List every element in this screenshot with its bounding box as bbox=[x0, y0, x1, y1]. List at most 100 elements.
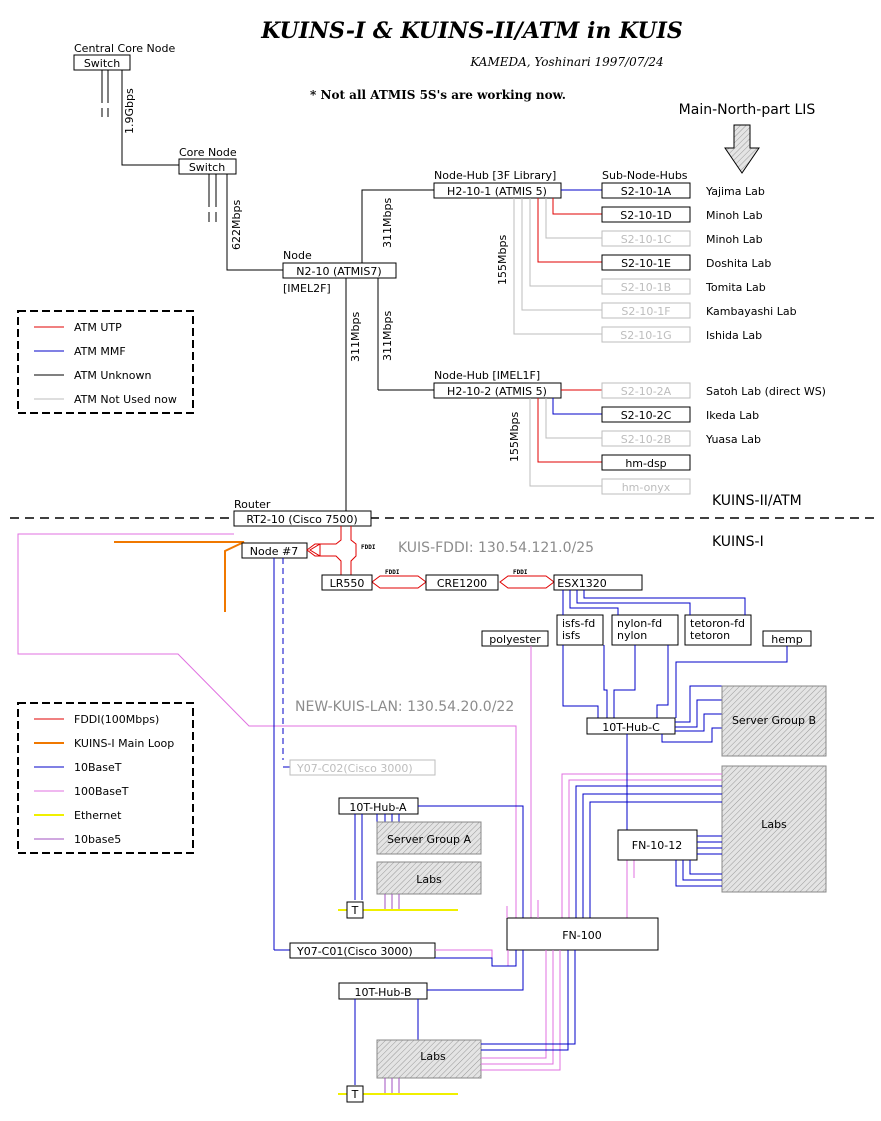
tap-a: T bbox=[346, 901, 364, 919]
hub-a-box: 10T-Hub-A bbox=[338, 797, 419, 815]
svg-text:10T-Hub-C: 10T-Hub-C bbox=[602, 721, 660, 734]
speed-1-9gbps: 1.9Gbps bbox=[123, 88, 136, 134]
lab-yuasa: Yuasa Lab bbox=[705, 433, 761, 446]
svg-text:isfs-fd: isfs-fd bbox=[562, 617, 595, 630]
legend-atm-not-used: ATM Not Used now bbox=[74, 393, 177, 406]
svg-text:hemp: hemp bbox=[771, 633, 802, 646]
svg-text:hm-onyx: hm-onyx bbox=[622, 481, 671, 494]
node7-box: Node #7 bbox=[241, 542, 308, 559]
fddi-tag-1: FDDI bbox=[361, 544, 376, 551]
subhub-s2-10-1f: S2-10-1F bbox=[601, 302, 691, 319]
svg-text:polyester: polyester bbox=[489, 633, 541, 646]
node-n2-10-label: N2-10 (ATMIS7) bbox=[296, 265, 381, 278]
lab-doshita: Doshita Lab bbox=[706, 257, 771, 270]
server-group-a: Server Group A bbox=[376, 821, 482, 855]
subhub-s2-10-1d: S2-10-1D bbox=[601, 206, 691, 223]
legend-atm-unknown: ATM Unknown bbox=[74, 369, 151, 382]
subhub-hm-onyx: hm-onyx bbox=[601, 478, 691, 495]
fn-10-12-box: FN-10-12 bbox=[617, 829, 698, 861]
lab-minoh-2: Minoh Lab bbox=[706, 233, 763, 246]
labs-right: Labs bbox=[721, 765, 827, 893]
node-n2-10 bbox=[282, 262, 397, 279]
svg-text:T: T bbox=[351, 904, 359, 917]
kuins1-label: KUINS-I bbox=[712, 534, 764, 550]
hub-b-box: 10T-Hub-B bbox=[338, 982, 428, 1000]
legend-ethernet: Ethernet bbox=[74, 809, 122, 822]
hemp-box: hemp bbox=[762, 630, 812, 647]
hub-h2-10-2-label: H2-10-2 (ATMIS 5) bbox=[447, 385, 547, 398]
router-caption: Router bbox=[234, 498, 271, 511]
main-north-label: Main-North-part LIS bbox=[679, 102, 816, 118]
lab-minoh-1: Minoh Lab bbox=[706, 209, 763, 222]
labs-b: Labs bbox=[376, 1039, 482, 1079]
svg-text:10T-Hub-A: 10T-Hub-A bbox=[349, 801, 407, 814]
speed-311c: 311Mbps bbox=[349, 312, 362, 362]
core-caption: Core Node bbox=[179, 146, 237, 159]
kuins2-label: KUINS-II/ATM bbox=[712, 493, 802, 509]
svg-text:10T-Hub-B: 10T-Hub-B bbox=[354, 986, 411, 999]
legend-10base5: 10base5 bbox=[74, 833, 121, 846]
diagram-title: KUINS-I & KUINS-II/ATM in KUIS bbox=[260, 18, 683, 44]
server-group-b: Server Group B bbox=[721, 685, 827, 757]
speed-311a: 311Mbps bbox=[381, 198, 394, 248]
lab-ikeda: Ikeda Lab bbox=[706, 409, 759, 422]
lab-ishida: Ishida Lab bbox=[706, 329, 762, 342]
subhub-s2-10-1g: S2-10-1G bbox=[601, 326, 691, 343]
svg-text:Labs: Labs bbox=[416, 873, 442, 886]
subhub-s2-10-2a: S2-10-2A bbox=[601, 382, 691, 399]
lab-tomita: Tomita Lab bbox=[705, 281, 766, 294]
fddi-tag-3: FDDI bbox=[513, 569, 528, 576]
svg-text:Labs: Labs bbox=[761, 818, 787, 831]
svg-text:LR550: LR550 bbox=[330, 577, 365, 590]
y07-c02-box: Y07-C02(Cisco 3000) bbox=[289, 759, 436, 776]
svg-text:tetoron: tetoron bbox=[690, 629, 730, 642]
legend-100baset: 100BaseT bbox=[74, 785, 129, 798]
legend-fddi: FDDI(100Mbps) bbox=[74, 713, 159, 726]
speed-311b: 311Mbps bbox=[381, 311, 394, 361]
svg-text:isfs: isfs bbox=[562, 629, 581, 642]
fddi-tag-2: FDDI bbox=[385, 569, 400, 576]
speed-622mbps: 622Mbps bbox=[230, 200, 243, 250]
hub-c-box: 10T-Hub-C bbox=[586, 717, 676, 735]
hub2-caption: Node-Hub [IMEL1F] bbox=[434, 369, 540, 382]
labs-a: Labs bbox=[376, 861, 482, 895]
subhub-s2-10-2c: S2-10-2C bbox=[601, 406, 691, 423]
svg-text:Y07-C01(Cisco 3000): Y07-C01(Cisco 3000) bbox=[296, 945, 413, 958]
svg-text:Y07-C02(Cisco 3000): Y07-C02(Cisco 3000) bbox=[296, 762, 413, 775]
legend-atm bbox=[17, 310, 194, 414]
y07-c01-box: Y07-C01(Cisco 3000) bbox=[289, 942, 436, 959]
subhub-s2-10-1e: S2-10-1E bbox=[601, 254, 691, 271]
svg-text:S2-10-2A: S2-10-2A bbox=[621, 385, 672, 398]
central-core-caption: Central Core Node bbox=[74, 42, 175, 55]
legend-main-loop: KUINS-I Main Loop bbox=[74, 737, 174, 750]
legend-atm-utp: ATM UTP bbox=[74, 321, 122, 334]
svg-text:CRE1200: CRE1200 bbox=[437, 577, 487, 590]
svg-text:S2-10-2C: S2-10-2C bbox=[621, 409, 672, 422]
speed-155a: 155Mbps bbox=[496, 235, 509, 285]
svg-text:hm-dsp: hm-dsp bbox=[625, 457, 666, 470]
svg-text:nylon-fd: nylon-fd bbox=[617, 617, 662, 630]
central-core-switch-label: Switch bbox=[84, 57, 120, 70]
svg-text:S2-10-2B: S2-10-2B bbox=[621, 433, 671, 446]
svg-text:S2-10-1G: S2-10-1G bbox=[620, 329, 671, 342]
author-date: KAMEDA, Yoshinari 1997/07/24 bbox=[469, 55, 663, 69]
svg-text:S2-10-1B: S2-10-1B bbox=[621, 281, 671, 294]
svg-text:tetoron-fd: tetoron-fd bbox=[690, 617, 745, 630]
tap-b: T bbox=[346, 1085, 364, 1103]
core-switch bbox=[178, 158, 237, 175]
lab-yajima: Yajima Lab bbox=[705, 185, 765, 198]
lr550-box: LR550 bbox=[321, 574, 373, 591]
svg-text:FN-10-12: FN-10-12 bbox=[632, 839, 683, 852]
speed-155b: 155Mbps bbox=[508, 412, 521, 462]
hub-h2-10-1-label: H2-10-1 (ATMIS 5) bbox=[447, 185, 547, 198]
legend-atm-mmf: ATM MMF bbox=[74, 345, 126, 358]
svg-text:Node #7: Node #7 bbox=[250, 545, 298, 558]
esx1320-box: ESX1320 bbox=[553, 574, 643, 591]
svg-text:S2-10-1D: S2-10-1D bbox=[620, 209, 671, 222]
svg-text:nylon: nylon bbox=[617, 629, 647, 642]
svg-text:T: T bbox=[351, 1088, 359, 1101]
